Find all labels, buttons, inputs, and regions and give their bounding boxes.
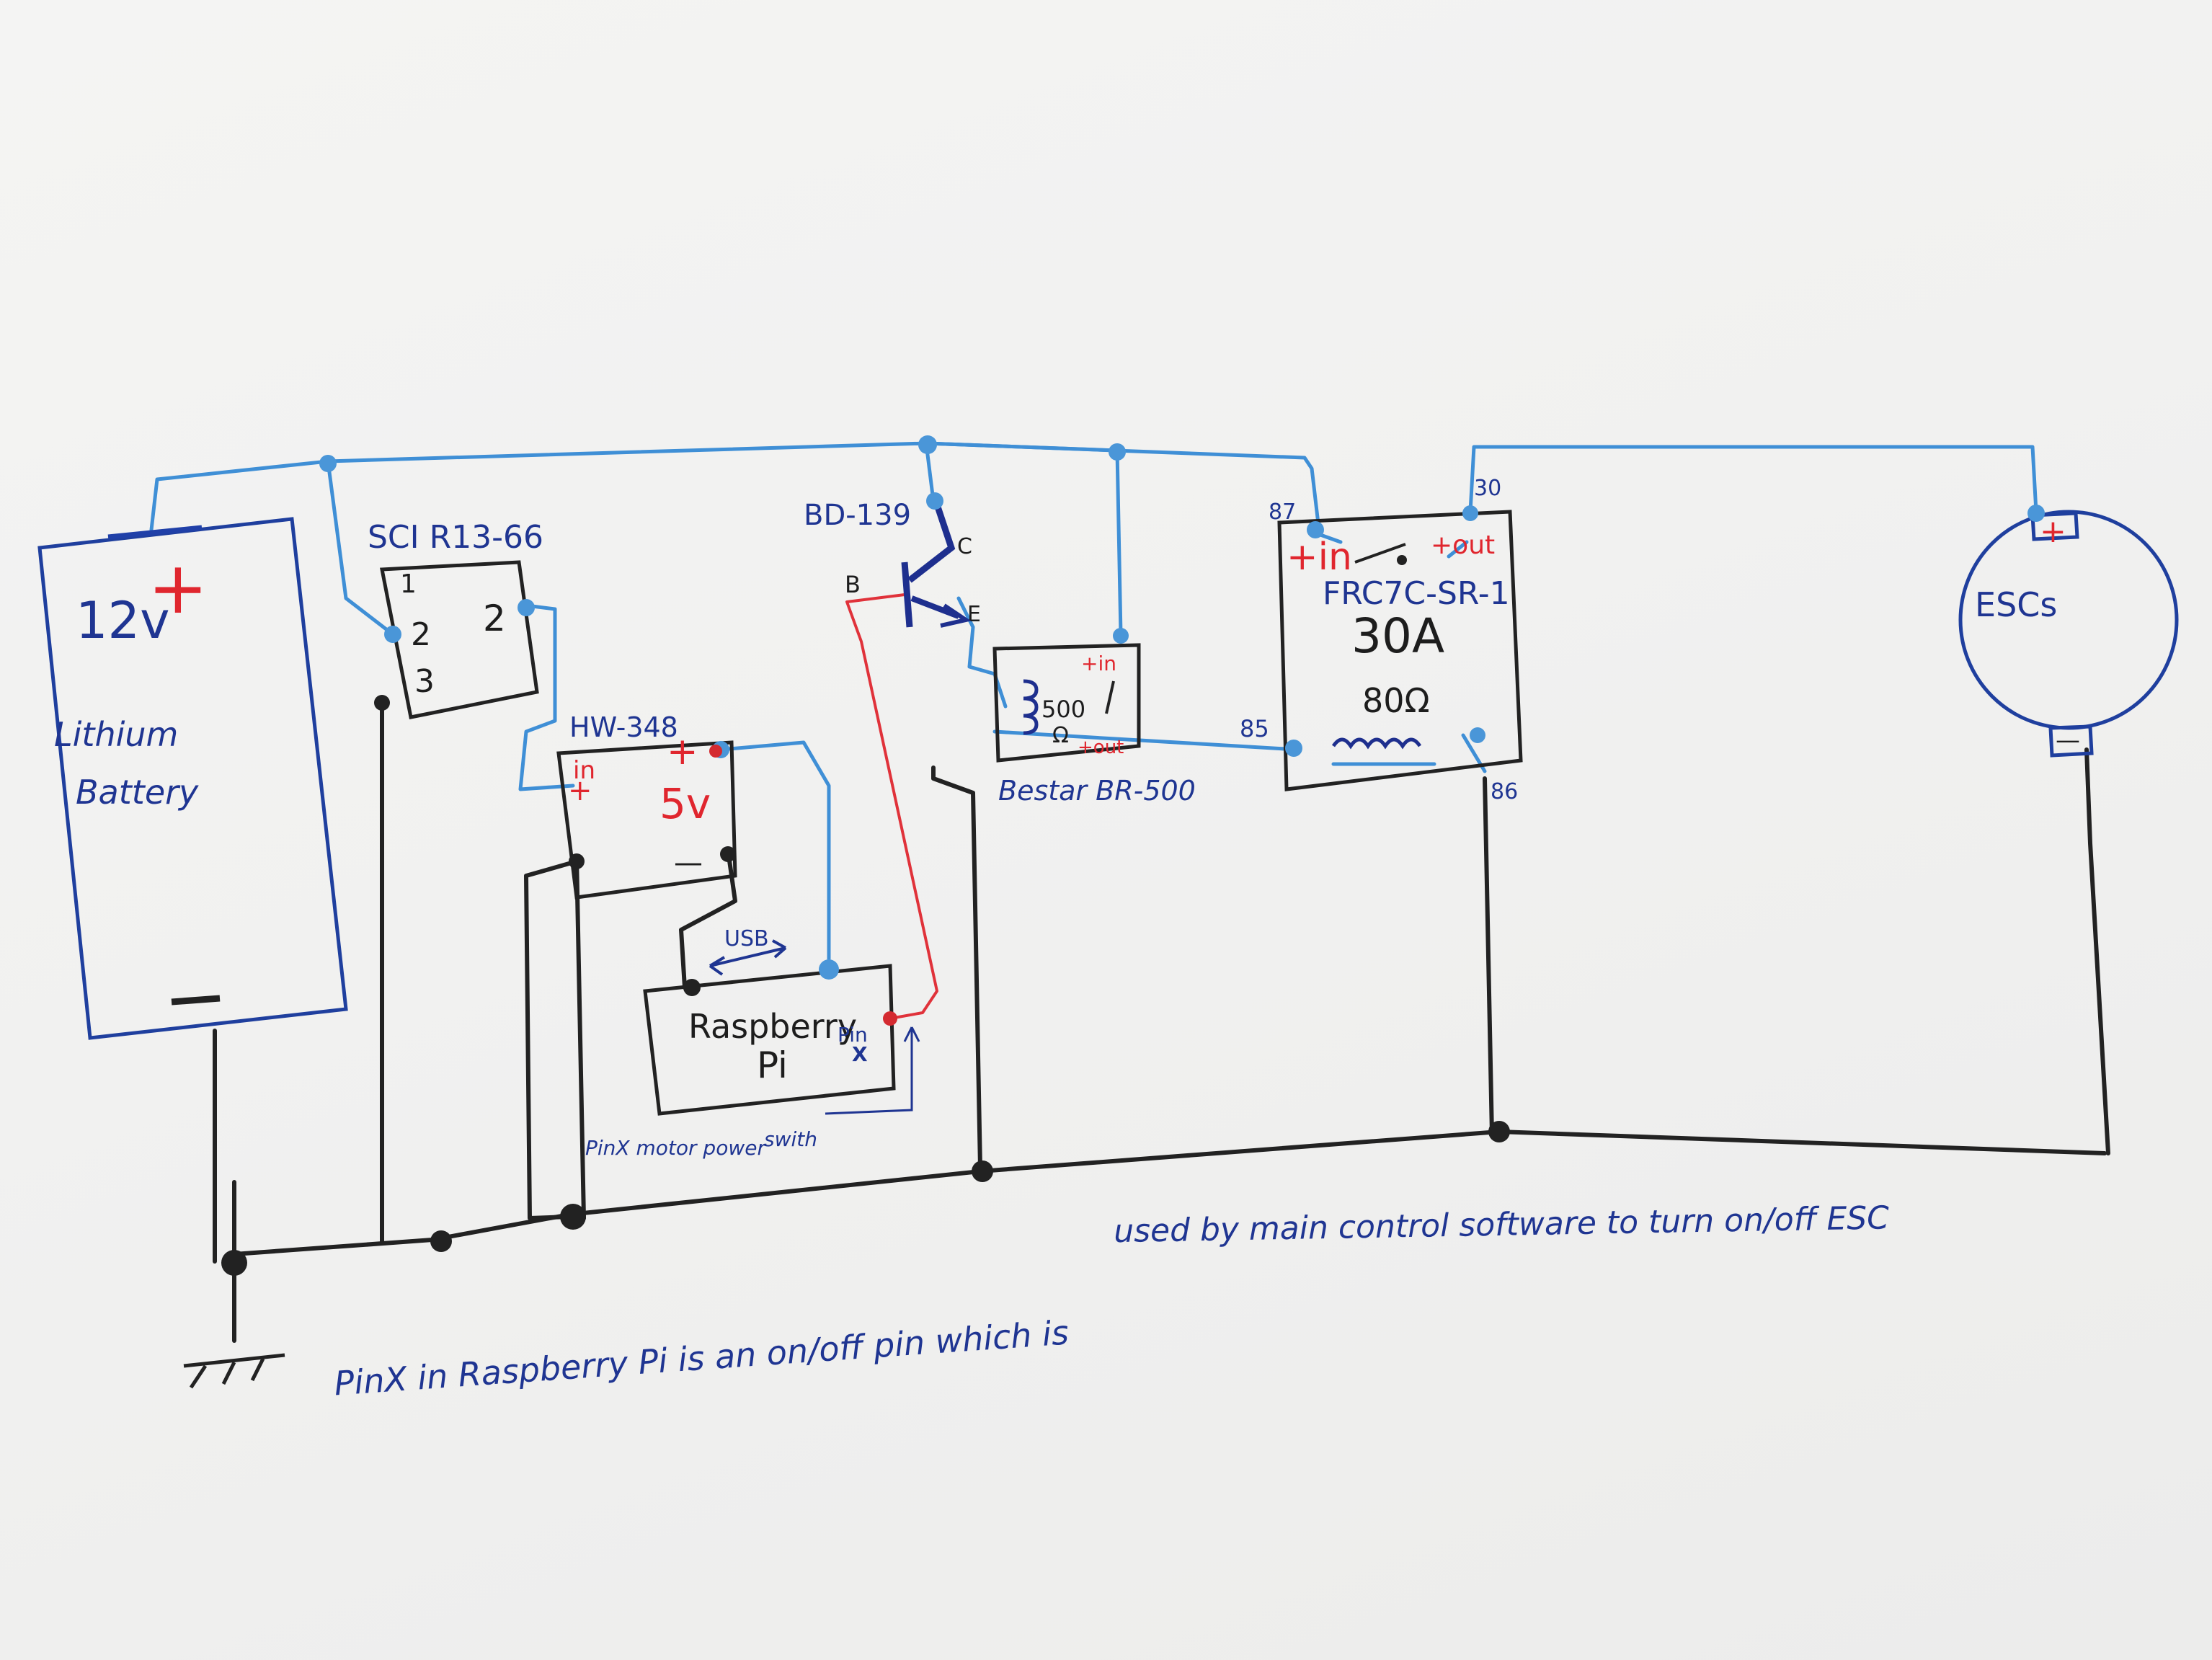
main-relay-pin85: 85 <box>1240 715 1269 742</box>
battery-label-line2: Battery <box>76 773 199 812</box>
small-relay-ohm: Ω <box>1052 723 1069 748</box>
switch-pin2-right: 2 <box>483 598 506 639</box>
main-relay-rating: 30A <box>1351 608 1444 664</box>
note-line1: used by main control software to turn on… <box>1114 1199 1890 1250</box>
pin-caption-arrow-icon <box>825 1026 920 1115</box>
battery-plus-sign: + <box>148 546 208 630</box>
bd139-transistor: BD-139 B C E <box>804 499 981 628</box>
transistor-emitter-label: E <box>967 602 981 627</box>
raspberry-pi: USB Raspberry Pi Pin X PinX motor power … <box>585 926 920 1160</box>
switch-name: SCI R13-66 <box>368 519 543 556</box>
pin-caption-line1: PinX motor power <box>585 1136 766 1160</box>
battery-label-line1: Lithium <box>54 715 178 754</box>
regulator-out-plus: + <box>667 730 698 773</box>
bestar-relay: 500 Ω +in +out Bestar BR-500 <box>992 643 1196 807</box>
pin-caption-line2: swith <box>764 1127 817 1151</box>
main-relay-plus-out: +out <box>1431 531 1495 560</box>
regulator-in-label: in <box>573 756 595 785</box>
esc-minus: — <box>2056 726 2080 755</box>
escs: + — ESCs <box>1958 510 2179 758</box>
pi-pin-label: Pin <box>838 1023 868 1047</box>
lithium-battery: + 12v Lithium Battery <box>37 517 348 1040</box>
pi-name-line1: Raspberry <box>688 1007 857 1046</box>
small-relay-coil-value: 500 <box>1041 696 1085 723</box>
main-relay-plus-in: +in <box>1287 536 1352 579</box>
sci-switch: SCI R13-66 1 2 3 2 <box>368 519 543 719</box>
regulator-name: HW-348 <box>569 711 678 743</box>
note-line2: PinX in Raspberry Pi is an on/off pin wh… <box>333 1313 1070 1403</box>
regulator-voltage: 5v <box>659 779 711 828</box>
gpio-to-base-wire <box>845 593 938 1020</box>
switch-pin2: 2 <box>411 616 431 653</box>
usb-label: USB <box>724 926 769 951</box>
main-relay-coil: 80Ω <box>1362 681 1430 720</box>
small-relay-plus-in: +in <box>1081 652 1116 675</box>
main-relay-pin86: 86 <box>1491 779 1518 804</box>
ground-icon <box>183 1353 285 1389</box>
small-relay-name: Bestar BR-500 <box>998 775 1196 807</box>
battery-voltage-label: 12v <box>76 591 170 650</box>
small-relay-plus-out: +out <box>1078 737 1124 758</box>
main-relay: 87 30 85 86 +in +out FRC7C-SR-1 30A 80Ω <box>1240 476 1523 804</box>
hw348-regulator: HW-348 in + + 5v — <box>556 711 737 900</box>
transistor-base-label: B <box>845 571 861 598</box>
esc-plus: + <box>2040 513 2066 550</box>
main-relay-pin30: 30 <box>1474 476 1501 501</box>
usb-arrow-icon <box>709 939 787 976</box>
transistor-name: BD-139 <box>804 499 911 532</box>
pi-pin-mark: X <box>852 1042 868 1066</box>
transistor-collector-label: C <box>957 534 972 559</box>
esc-name: ESCs <box>1975 585 2057 624</box>
junction-dots <box>221 435 2045 1276</box>
regulator-minus: — <box>674 846 703 879</box>
main-relay-pin87: 87 <box>1269 500 1296 525</box>
switch-pin3: 3 <box>414 663 435 700</box>
pi-name-line2: Pi <box>757 1044 788 1086</box>
main-relay-name: FRC7C-SR-1 <box>1323 575 1510 612</box>
regulator-in-plus: + <box>568 774 592 807</box>
switch-pin1: 1 <box>400 569 417 599</box>
